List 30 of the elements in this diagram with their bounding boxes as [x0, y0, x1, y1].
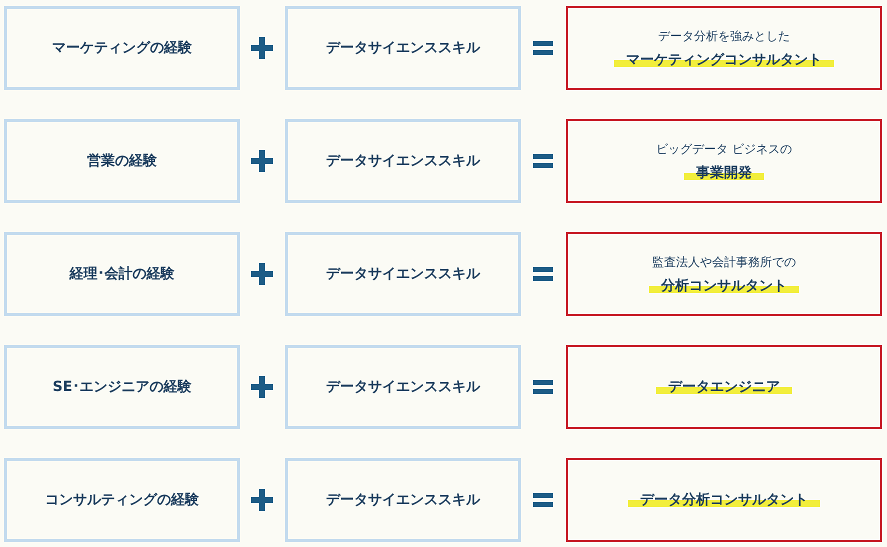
skill-box [285, 119, 521, 203]
box-label: データサイエンススキル [326, 265, 480, 283]
result-box [566, 458, 882, 542]
experience-box [4, 345, 240, 429]
box-label: 営業の経験 [87, 152, 157, 170]
result-box [566, 345, 882, 429]
box-label: コンサルティングの経験 [45, 491, 199, 509]
experience-box [4, 232, 240, 316]
box-label: データサイエンススキル [326, 39, 480, 57]
box-label: マーケティングの経験 [52, 39, 192, 57]
result-box [566, 119, 882, 203]
box-label: SE･エンジニアの経験 [52, 378, 192, 396]
skill-box [285, 232, 521, 316]
result-box [566, 6, 882, 90]
box-label: データサイエンススキル [326, 491, 480, 509]
experience-box [4, 458, 240, 542]
result-caption: データ分析を強みとした [658, 28, 790, 44]
experience-box [4, 6, 240, 90]
box-label: データサイエンススキル [326, 378, 480, 396]
experience-box [4, 119, 240, 203]
box-label: データサイエンススキル [326, 152, 480, 170]
highlighted-text: 事業開発 [684, 164, 764, 182]
box-label: 経理･会計の経験 [70, 265, 174, 283]
result-caption: 監査法人や会計事務所での [652, 254, 796, 270]
result-caption: ビッグデータ ビジネスの [656, 140, 792, 158]
skill-box [285, 458, 521, 542]
skill-box [285, 6, 521, 90]
result-box [566, 232, 882, 316]
skill-box [285, 345, 521, 429]
highlighted-text: 分析コンサルタント [649, 276, 799, 294]
